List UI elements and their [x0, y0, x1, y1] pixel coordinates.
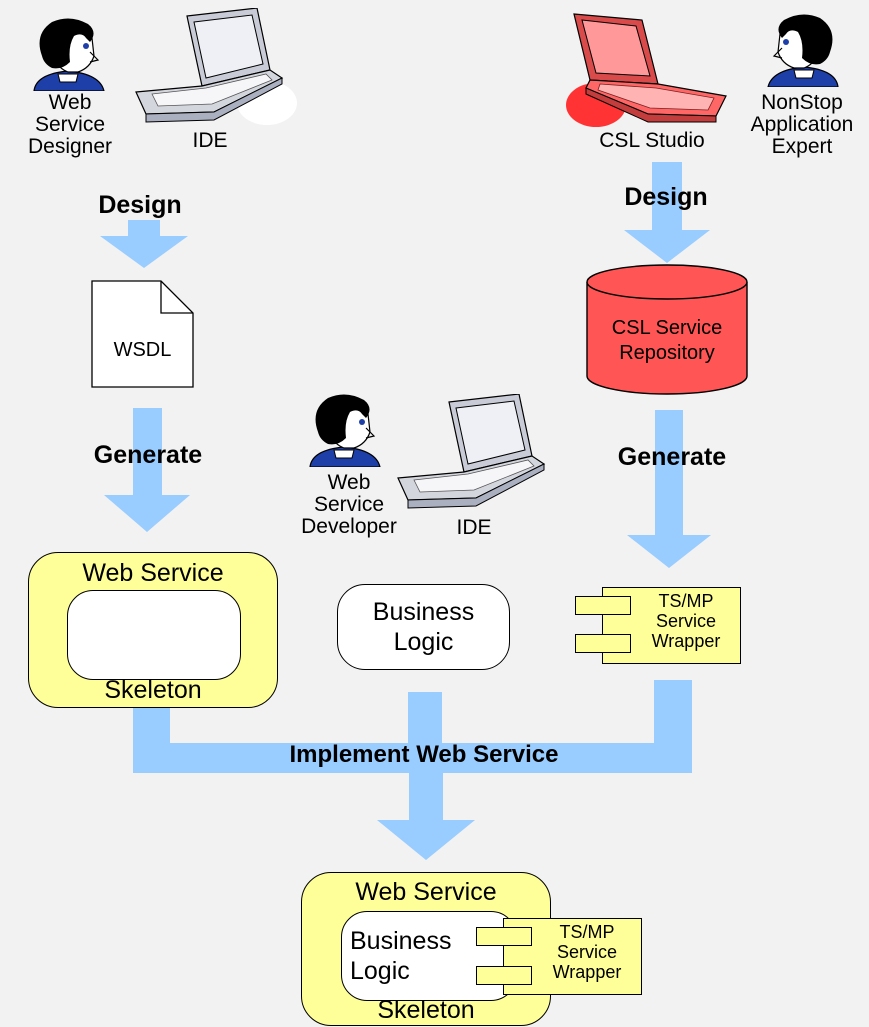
business-logic-label: Business Logic: [372, 598, 475, 656]
nonstop-expert-label: NonStop Application Expert: [750, 91, 854, 159]
ide-developer-label: IDE: [456, 516, 492, 539]
csl-studio-label: CSL Studio: [599, 129, 705, 152]
final-component-port-bottom: [476, 966, 532, 985]
design-step-right: Design: [624, 183, 708, 211]
final-business-logic-box: Business Logic: [341, 911, 517, 1001]
final-tsmp-wrapper-label: TS/MP Service Wrapper: [552, 922, 622, 982]
final-business-logic-label: Business Logic: [350, 927, 452, 985]
skeleton-label: Skeleton: [104, 676, 202, 704]
web-service-developer-label: Web Service Developer: [301, 471, 397, 539]
person-icon: [33, 18, 105, 91]
business-logic-box: Business Logic: [337, 584, 510, 670]
generate-step-left: Generate: [93, 441, 203, 469]
web-service-skeleton-box: Web Service Skeleton: [28, 552, 278, 708]
laptop-icon: [397, 394, 546, 509]
web-service-designer-label: Web Service Designer: [27, 91, 113, 159]
generate-arrow-left: [104, 408, 190, 532]
web-service-label: Web Service: [82, 559, 224, 587]
implement-merge-arrow: [133, 680, 692, 773]
laptop-icon: [135, 8, 297, 125]
generate-arrow-right: [627, 410, 711, 568]
implement-down-arrow: [377, 773, 475, 860]
tsmp-wrapper-label: TS/MP Service Wrapper: [651, 591, 721, 651]
document-icon: [91, 280, 194, 388]
design-arrow-right: [624, 162, 710, 263]
wsdl-label: WSDL: [113, 339, 172, 361]
implement-step: Implement Web Service: [289, 741, 559, 768]
generate-step-right: Generate: [617, 443, 727, 471]
final-skeleton-label: Skeleton: [377, 996, 475, 1024]
person-icon: [767, 14, 839, 87]
final-web-service-label: Web Service: [355, 878, 497, 906]
database-icon: [586, 264, 748, 395]
skeleton-inner-slot: [67, 590, 241, 680]
design-step-left: Design: [98, 191, 182, 219]
ide-designer-label: IDE: [192, 129, 228, 152]
final-component-port-top: [476, 927, 532, 946]
person-icon: [309, 394, 381, 467]
component-port-top: [575, 596, 631, 615]
design-arrow-left: [100, 220, 188, 268]
csl-repository-label: CSL Service Repository: [611, 317, 723, 364]
component-port-bottom: [575, 634, 631, 653]
laptop-icon: [566, 13, 727, 127]
